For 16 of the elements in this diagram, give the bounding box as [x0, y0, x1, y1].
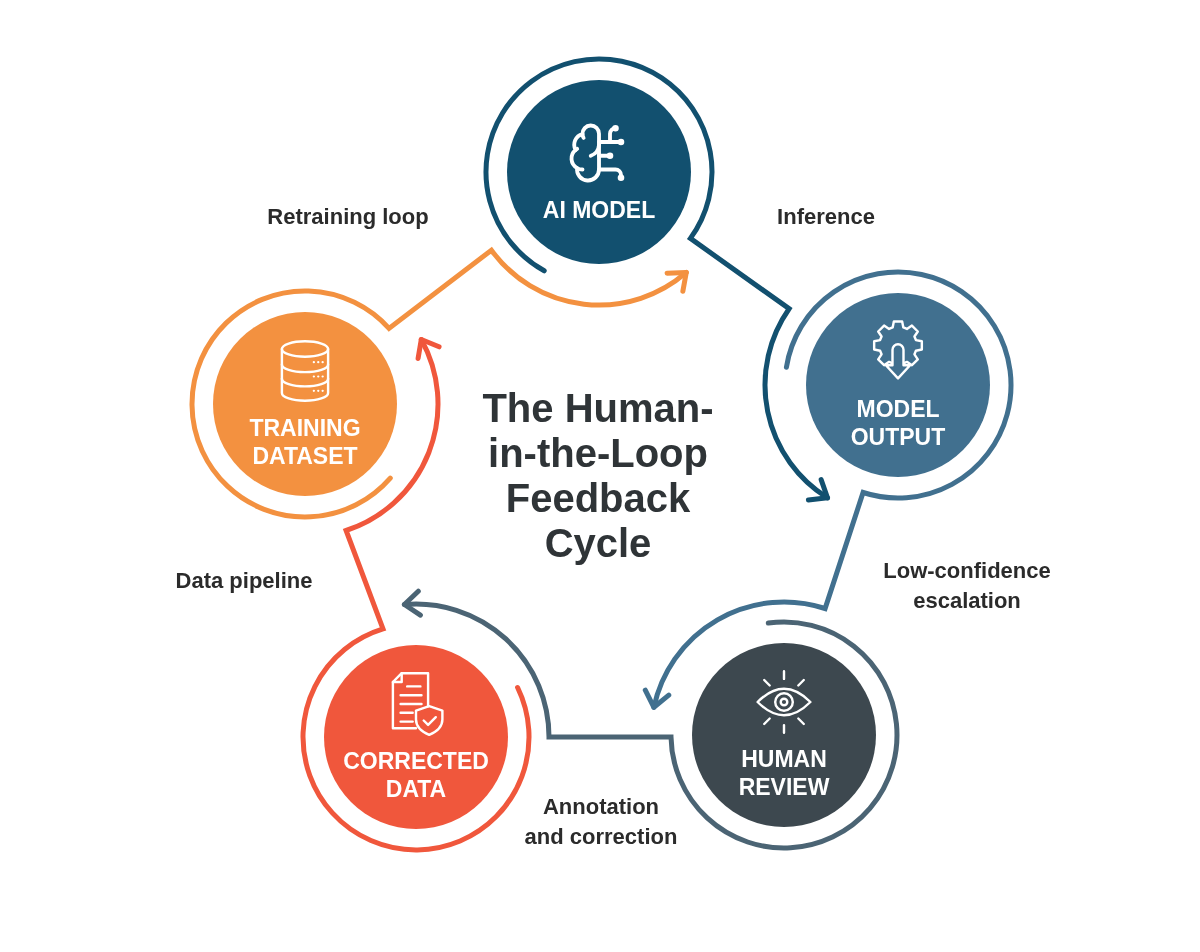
stage-title: AI MODEL [542, 196, 656, 224]
edge-label: Annotation and correction [523, 793, 679, 851]
stage-title: TRAINING DATASET [248, 414, 362, 470]
curved-arrow [189, 247, 689, 520]
stage-title: CORRECTED DATA [342, 747, 490, 803]
diagram-title: The Human-in-the-Loop Feedback Cycle [481, 386, 715, 566]
stage-title: MODEL OUTPUT [849, 395, 947, 451]
curved-arrow [401, 589, 900, 851]
edge-label: Inference [776, 203, 876, 231]
curved-arrow [300, 337, 532, 853]
edge-label: Low-confidence escalation [882, 557, 1052, 615]
curved-arrow [643, 269, 1014, 710]
edge-label: Retraining loop [266, 203, 430, 231]
curved-arrow [483, 56, 830, 502]
stage-title: HUMAN REVIEW [737, 745, 831, 801]
edge-label: Data pipeline [174, 567, 314, 595]
